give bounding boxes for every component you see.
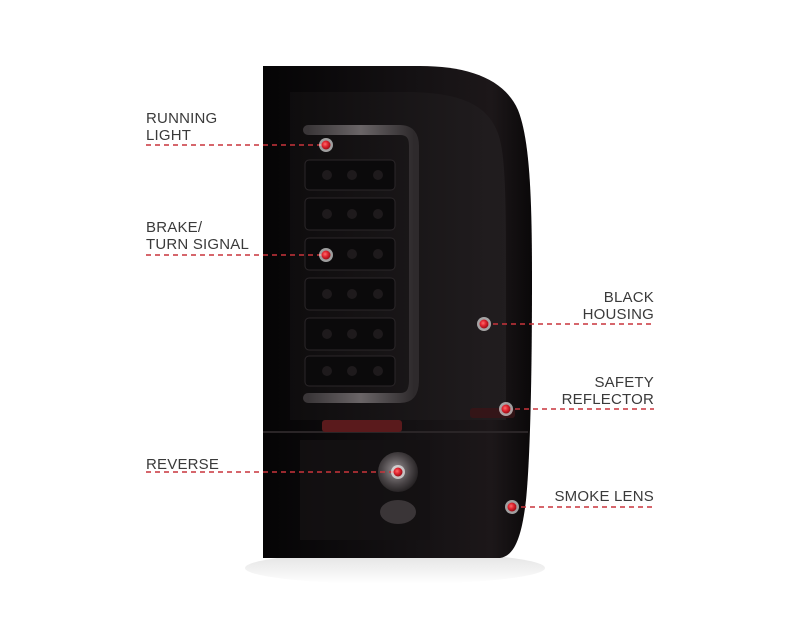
label-line: HOUSING xyxy=(582,306,654,323)
safety-reflector-strip xyxy=(322,420,402,432)
label-line: SMOKE LENS xyxy=(554,488,654,505)
label-line: RUNNING xyxy=(146,110,218,127)
callout-markers xyxy=(319,138,519,514)
label-line: REVERSE xyxy=(146,456,220,473)
red-dot-icon xyxy=(499,402,513,416)
lower-lens-chamber xyxy=(300,440,430,540)
label-black-housing: BLACK HOUSING xyxy=(583,289,654,323)
label-line: BLACK xyxy=(603,289,654,306)
red-dot-icon xyxy=(505,500,519,514)
label-smoke-lens: SMOKE LENS xyxy=(554,488,654,505)
label-running-light: RUNNING LIGHT xyxy=(146,110,217,144)
label-safety-reflector: SAFETY REFLECTOR xyxy=(562,374,654,408)
red-dot-icon xyxy=(319,248,333,262)
label-reverse: REVERSE xyxy=(146,456,219,473)
lower-reflector xyxy=(380,500,416,524)
red-dot-icon xyxy=(319,138,333,152)
label-line: SAFETY xyxy=(594,374,654,391)
label-line: BRAKE/ xyxy=(146,219,203,236)
callout-lines xyxy=(146,144,654,508)
red-dot-icon xyxy=(391,465,405,479)
label-line: TURN SIGNAL xyxy=(146,236,250,253)
running-light-bar xyxy=(303,125,419,403)
red-dot-icon xyxy=(477,317,491,331)
label-line: LIGHT xyxy=(146,127,192,144)
label-brake-turn-signal: BRAKE/ TURN SIGNAL xyxy=(146,219,249,253)
floor-shadow xyxy=(245,552,545,584)
label-line: REFLECTOR xyxy=(561,391,654,408)
led-rows xyxy=(304,159,396,387)
